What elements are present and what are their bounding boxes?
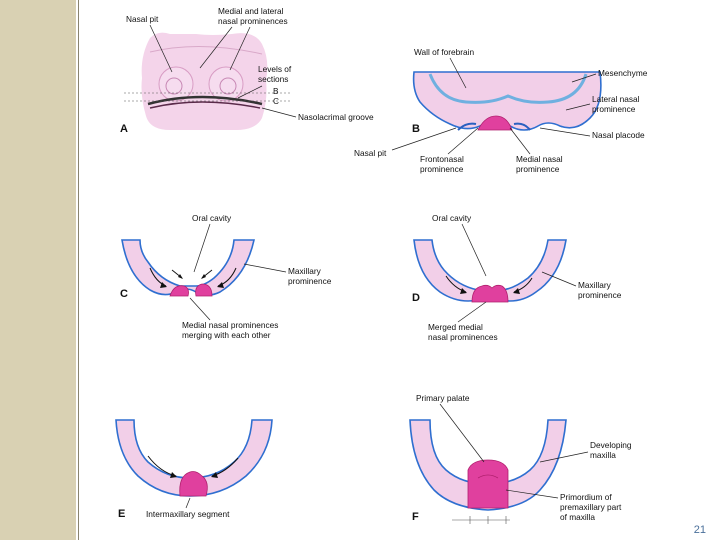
right-medial-nasal-prominence bbox=[195, 283, 213, 297]
panel-a: A Nasal pit Medial and lateral nasal pro… bbox=[120, 6, 374, 135]
left-nasal-pit-shape bbox=[158, 66, 194, 102]
label-primordium-line1: Primordium of bbox=[560, 492, 612, 502]
label-nasolacrimal-groove: Nasolacrimal groove bbox=[298, 112, 374, 122]
label-level-c: C bbox=[273, 96, 279, 106]
label-merging-line2: merging with each other bbox=[182, 330, 271, 340]
label-mesenchyme: Mesenchyme bbox=[598, 68, 648, 78]
label-maxillary-d-line1: Maxillary bbox=[578, 280, 612, 290]
panel-e-section-drawing bbox=[115, 419, 273, 497]
panel-d: D Oral cavity Maxillary prominence Merge… bbox=[412, 213, 622, 342]
label-medial-lateral-line1: Medial and lateral bbox=[218, 6, 284, 16]
label-merged-line1: Merged medial bbox=[428, 322, 483, 332]
label-primordium-line3: of maxilla bbox=[560, 512, 595, 522]
panel-c-section-drawing bbox=[121, 239, 255, 296]
panel-f-letter: F bbox=[412, 511, 419, 523]
label-oral-cavity-d: Oral cavity bbox=[432, 213, 472, 223]
label-lateral-nasal-line2: prominence bbox=[592, 104, 636, 114]
intermaxillary-segment-tissue bbox=[179, 471, 208, 497]
label-primordium-line2: premaxillary part bbox=[560, 502, 622, 512]
panel-f: F Primary palate Developing maxilla Prim… bbox=[409, 393, 632, 524]
label-level-b: B bbox=[273, 86, 279, 96]
page-number: 21 bbox=[693, 524, 706, 536]
side-divider-line bbox=[78, 0, 79, 540]
label-frontonasal-line1: Frontonasal bbox=[420, 154, 464, 164]
panel-d-letter: D bbox=[412, 292, 420, 304]
decorative-side-band bbox=[0, 0, 76, 540]
panel-e-letter: E bbox=[118, 508, 125, 520]
label-lateral-nasal-line1: Lateral nasal bbox=[592, 94, 640, 104]
frontonasal-magenta-tissue bbox=[477, 115, 513, 131]
label-primary-palate: Primary palate bbox=[416, 393, 470, 403]
panel-d-section-drawing bbox=[413, 239, 567, 302]
label-developing-maxilla-line1: Developing bbox=[590, 440, 632, 450]
label-levels-line2: sections bbox=[258, 74, 288, 84]
panel-a-letter: A bbox=[120, 123, 128, 135]
panel-c: C Oral cavity Maxillary prominence Media… bbox=[120, 213, 332, 340]
label-developing-maxilla-line2: maxilla bbox=[590, 450, 616, 460]
label-maxillary-c-line1: Maxillary bbox=[288, 266, 322, 276]
panel-b: B Wall of forebrain Mesenchyme Lateral n… bbox=[354, 47, 648, 174]
forebrain-wall-layer bbox=[428, 73, 588, 104]
label-levels-line1: Levels of bbox=[258, 64, 292, 74]
merged-medial-nasal-prominences bbox=[471, 284, 509, 303]
label-medial-nasal-line1: Medial nasal bbox=[516, 154, 563, 164]
label-nasal-pit-a: Nasal pit bbox=[126, 14, 159, 24]
label-merged-line2: nasal prominences bbox=[428, 332, 498, 342]
mouth-line bbox=[147, 95, 263, 106]
label-maxillary-c-line2: prominence bbox=[288, 276, 332, 286]
label-frontonasal-line2: prominence bbox=[420, 164, 464, 174]
label-medial-lateral-line2: nasal prominences bbox=[218, 16, 288, 26]
label-nasal-placode: Nasal placode bbox=[592, 130, 645, 140]
label-intermaxillary-segment: Intermaxillary segment bbox=[146, 509, 230, 519]
label-merging-line1: Medial nasal prominences bbox=[182, 320, 278, 330]
label-nasal-pit-b: Nasal pit bbox=[354, 148, 387, 158]
panel-b-letter: B bbox=[412, 123, 420, 135]
label-medial-nasal-line2: prominence bbox=[516, 164, 560, 174]
panel-f-section-drawing bbox=[409, 419, 567, 511]
right-nasal-pit-shape bbox=[208, 66, 244, 102]
label-oral-cavity-c: Oral cavity bbox=[192, 213, 232, 223]
label-maxillary-d-line2: prominence bbox=[578, 290, 622, 300]
left-medial-nasal-prominence bbox=[169, 285, 189, 297]
panel-c-letter: C bbox=[120, 288, 128, 300]
label-wall-forebrain: Wall of forebrain bbox=[414, 47, 474, 57]
primary-palate-tissue bbox=[467, 459, 509, 509]
panel-e: E Intermaxillary segment bbox=[115, 419, 273, 520]
